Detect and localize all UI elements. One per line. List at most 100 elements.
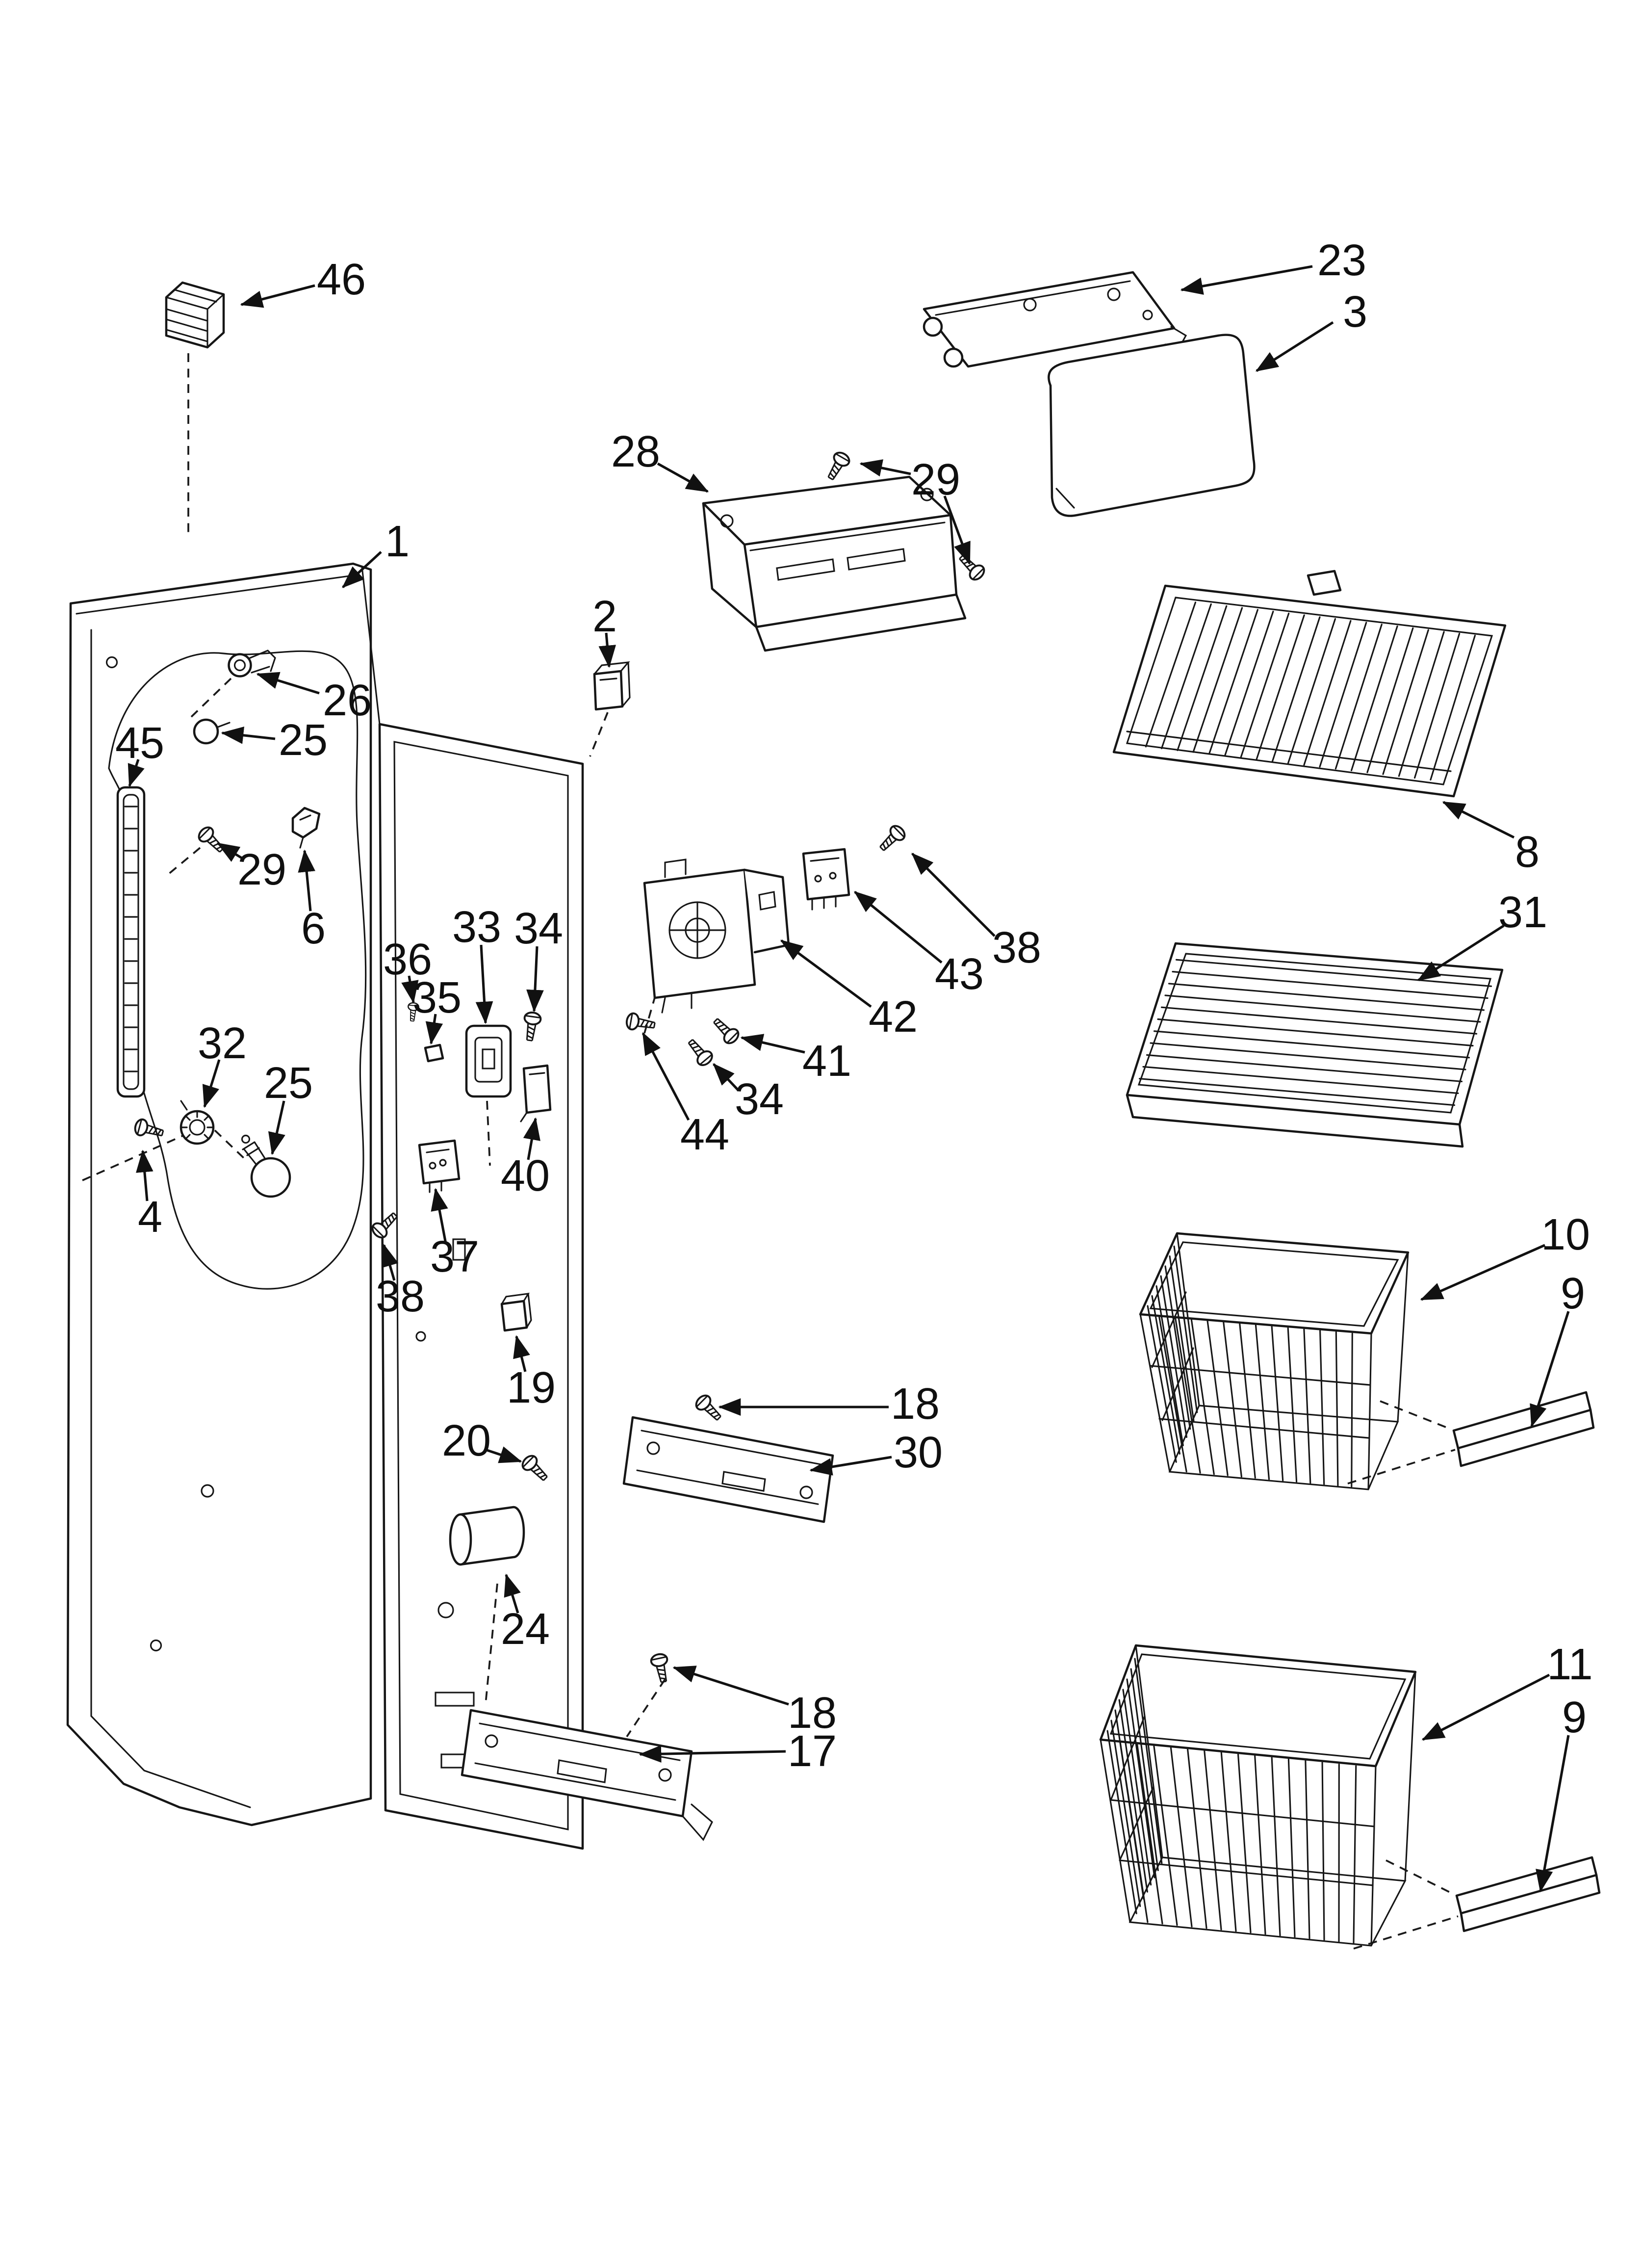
part-25-bulb-top (193, 718, 231, 745)
callout-label: 33 (452, 903, 501, 952)
callout-leader (526, 946, 544, 1013)
screw-4-icon (132, 1117, 166, 1142)
part-11-wire-basket (1099, 1644, 1417, 1947)
part-42-damper-control (643, 859, 790, 1014)
part-26-lamp-socket (228, 650, 276, 678)
part-25-bulb (241, 1134, 291, 1198)
callout-leader (1255, 321, 1334, 372)
callout-label: 40 (501, 1151, 550, 1200)
part-23-bracket (923, 271, 1187, 368)
callout-leader (475, 944, 493, 1024)
screw-20-icon (518, 1452, 552, 1486)
callout-leader (513, 1335, 530, 1372)
callout-leader (221, 727, 276, 744)
screw-44-icon (624, 1011, 657, 1035)
callout-label: 32 (198, 1019, 247, 1068)
callout-leader (1536, 1735, 1570, 1893)
callout-label: 3 (1343, 287, 1367, 337)
callout-leader (859, 459, 911, 477)
callout-leader (382, 1244, 399, 1281)
callout-leader (401, 975, 419, 1004)
callout-label: 17 (788, 1727, 837, 1776)
callout-label: 43 (935, 950, 984, 999)
part-3-cover-panel (1048, 334, 1256, 517)
callout-leader (809, 1456, 892, 1476)
callout-label: 34 (735, 1075, 784, 1124)
callout-leader (1420, 1244, 1546, 1301)
screw-38a-icon (875, 822, 909, 856)
callout-leader (136, 1149, 154, 1201)
callout-label: 18 (891, 1380, 940, 1429)
callout-label: 46 (317, 255, 366, 304)
screw-18b-icon (649, 1651, 673, 1685)
callout-leader (911, 853, 996, 937)
part-28-duct-bracket (702, 475, 967, 652)
callout-label: 41 (802, 1037, 851, 1086)
part-45-rail (116, 786, 146, 1098)
callout-leader (657, 462, 709, 493)
callout-label: 31 (1498, 888, 1547, 937)
callout-label: 11 (1547, 1640, 1592, 1689)
part-17-grille (461, 1709, 713, 1841)
part-46-cover (165, 281, 225, 349)
callout-label: 38 (376, 1272, 425, 1321)
callout-label: 26 (323, 676, 372, 725)
callout-leader (504, 1573, 521, 1614)
part-40-bracket (520, 1064, 552, 1122)
callout-label: 9 (1562, 1693, 1587, 1742)
part-33-housing (465, 1024, 512, 1098)
callout-label: 37 (430, 1232, 479, 1281)
part-35-clip (424, 1043, 444, 1063)
screw-29c-icon (195, 823, 229, 857)
callout-label: 28 (611, 427, 660, 476)
callout-leader (485, 1446, 522, 1463)
screw-18a-icon (692, 1391, 726, 1425)
callout-leader (641, 1032, 690, 1121)
callout-label: 18 (788, 1689, 837, 1738)
callout-label: 2 (592, 592, 617, 641)
callout-leader (1421, 1673, 1550, 1741)
callout-leader (202, 1059, 221, 1108)
part-8-wire-shelf (1112, 570, 1507, 798)
callout-label: 1 (385, 517, 410, 566)
callout-leader (1180, 265, 1313, 295)
part-9-trim-rail-upper (1452, 1391, 1595, 1467)
callout-leader (256, 672, 320, 695)
part-9-trim-rail-lower (1455, 1856, 1601, 1932)
callout-leader (1442, 801, 1515, 839)
callout-leader (943, 495, 971, 565)
callout-label: 44 (680, 1110, 729, 1159)
part-32-lamp-lens-knob (180, 1100, 215, 1145)
callout-leader (713, 1063, 740, 1092)
callout-label: 25 (264, 1059, 313, 1108)
callout-leader (639, 1745, 786, 1763)
screw-41-icon (709, 1014, 743, 1047)
part-43-sensor-board (802, 848, 850, 911)
construction-dashed-lines (82, 353, 1459, 1950)
callout-label: 24 (501, 1605, 550, 1654)
part-30-grille (622, 1416, 834, 1523)
part-10-wire-basket (1139, 1232, 1410, 1490)
callout-label: 34 (514, 904, 563, 953)
part-19-switch (500, 1293, 532, 1332)
callout-leader (780, 939, 872, 1008)
screw-34b-icon (683, 1035, 716, 1069)
callout-label: 45 (115, 719, 164, 768)
part-6-clip (291, 807, 321, 849)
part-31-wire-shelf (1126, 942, 1504, 1148)
screw-34a-icon (520, 1010, 542, 1043)
callout-leader (740, 1034, 805, 1054)
callout-label: 23 (1317, 236, 1366, 285)
callout-label: 9 (1561, 1269, 1585, 1318)
callout-label: 4 (138, 1193, 162, 1242)
callout-label: 8 (1515, 828, 1539, 877)
callout-leader (216, 842, 245, 862)
callout-label: 10 (1541, 1210, 1590, 1259)
callout-leader (425, 1014, 443, 1045)
callout-label: 35 (412, 973, 462, 1022)
callout-label: 6 (301, 904, 326, 953)
callout-label: 29 (911, 455, 960, 504)
callout-leader (431, 1188, 448, 1244)
part-1-freezer-liner (66, 562, 381, 1826)
